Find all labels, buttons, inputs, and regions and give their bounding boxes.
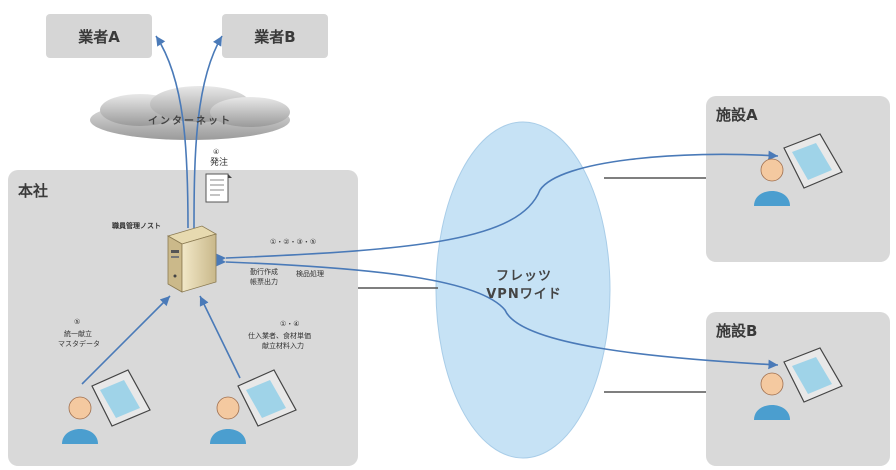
client-left-1: ⑤: [74, 318, 81, 326]
arrow-client-right: [199, 295, 241, 379]
vendor-a-box: 業者A: [46, 14, 152, 58]
hq-title: 本社: [18, 182, 49, 200]
vpn-label-line1: フレッツ: [495, 269, 552, 284]
client-left-3: マスタデータ: [58, 340, 100, 348]
vendor-b-box: 業者B: [222, 14, 328, 58]
facility-a-title: 施設A: [716, 106, 758, 124]
server-label: 職員管理ノスト: [112, 222, 161, 230]
arrow-to-vendor-b: [193, 35, 223, 229]
internet-cloud: [90, 86, 290, 140]
client-right-1: ①・④: [280, 320, 300, 328]
vpn-label-line2: VPNワイド: [486, 287, 562, 303]
arrow-client-left: [81, 295, 171, 385]
vpn-label: フレッツ VPNワイド: [476, 268, 572, 304]
flow-mid-left-1: 勤行作成: [250, 268, 278, 276]
client-left-2: 統一献立: [64, 330, 92, 338]
user-laptop-facility-a: [754, 133, 843, 206]
arrow-to-vendor-a: [155, 35, 189, 229]
client-right-2: 仕入業者、食材単価: [248, 332, 311, 340]
doc-number: ④: [213, 148, 220, 156]
user-laptop-hq-left: [62, 369, 151, 444]
server-icon: [166, 225, 218, 293]
flow-top-label: ①・②・③・⑤: [270, 238, 317, 246]
arrow-facility-a: [216, 150, 779, 264]
user-laptop-hq-right: [210, 369, 297, 444]
internet-label: インターネット: [148, 116, 232, 127]
arrow-facility-b: [216, 256, 779, 370]
doc-label: 発注: [210, 158, 229, 168]
user-laptop-facility-b: [754, 347, 843, 420]
client-right-3: 献立材料入力: [262, 342, 304, 350]
order-document-icon: [205, 173, 232, 203]
flow-mid-right: 検品処理: [296, 270, 324, 278]
flow-mid-left-2: 帳票出力: [250, 278, 278, 286]
